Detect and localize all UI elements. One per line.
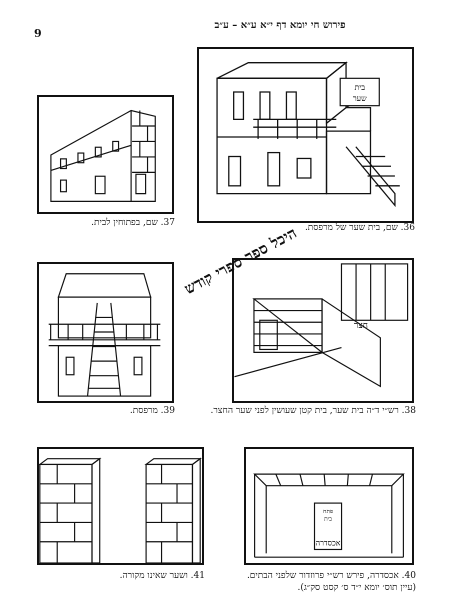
figure-37-caption: 37. שם, בפתוחין לבית. [91, 218, 175, 228]
figure-40-drawing: פתח בית אכסדרה [253, 473, 405, 558]
figure-41-caption: 41. ושער שאינו מקורה. [119, 571, 205, 581]
figure-36-label-1: בית [354, 83, 365, 92]
figure-40-panel: פתח בית אכסדרה [244, 447, 414, 565]
figure-37-drawing [50, 109, 156, 202]
figure-38-label: חצר [354, 321, 368, 331]
figure-40-label-house: בית [324, 516, 332, 522]
figure-38-caption: 38. רש״י ד״ה בית שער, בית קטן שעושין לפנ… [210, 406, 416, 416]
figure-40-caption-line-1: 40. אכסדרה, פירש רש״י פרוזדור שלפני הבתי… [246, 571, 416, 581]
figure-36-drawing: בית שער [216, 61, 400, 208]
running-header: פירוש חי יומא דף י״א ע״א – ע״ב [214, 20, 346, 31]
figure-39-drawing [48, 273, 161, 397]
figure-36-caption: 36. שם, בית שער של מרפסת. [304, 223, 415, 233]
figure-39-panel [37, 262, 174, 403]
figure-40-label-portico: אכסדרה [316, 539, 341, 548]
figure-40-caption-line-2: (עיין תוס׳ יומא י״ד ס׳ קסט סק״ג). [297, 583, 416, 593]
figure-41-panel [37, 447, 204, 565]
figure-40-label-door: פתח [323, 509, 333, 515]
page-number: 9 [34, 27, 42, 40]
figure-36-panel: בית שער [197, 47, 414, 223]
figure-37-panel [37, 95, 174, 214]
figure-38-panel: חצר [232, 258, 414, 403]
figure-36-label-2: שער [353, 94, 367, 103]
figure-41-drawing [39, 457, 202, 563]
figure-39-caption: 39. מרפסת. [129, 406, 175, 416]
figure-38-drawing: חצר [234, 263, 409, 388]
